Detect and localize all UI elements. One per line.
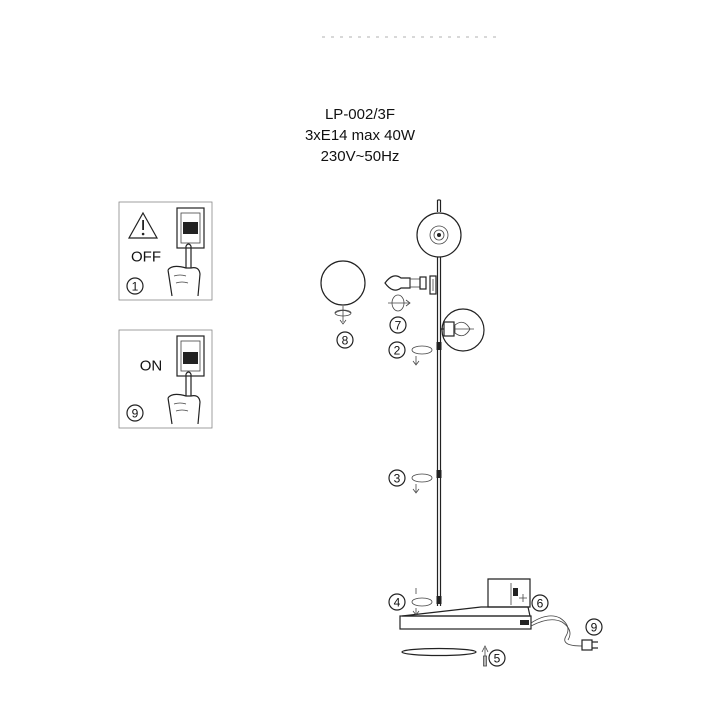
step-marker-2: 2 — [388, 341, 406, 359]
mounted-globe — [441, 308, 485, 352]
svg-text:9: 9 — [591, 621, 598, 635]
svg-text:5: 5 — [494, 652, 501, 666]
rotation-arrow-icon — [411, 345, 433, 366]
step-marker-6: 6 — [531, 594, 549, 612]
svg-text:6: 6 — [537, 597, 544, 611]
off-panel: OFF 1 — [118, 201, 213, 301]
step-marker-9-plug: 9 — [585, 618, 603, 636]
step-1-marker — [126, 277, 144, 295]
svg-text:8: 8 — [342, 334, 349, 348]
power-cable — [530, 615, 598, 651]
svg-text:2: 2 — [394, 344, 401, 358]
product-spec-header: LP-002/3F 3xE14 max 40W 230V~50Hz — [250, 104, 470, 167]
rotation-arrow-icon — [411, 588, 433, 616]
step-9-number: 9 — [132, 407, 139, 421]
power-plug-icon — [581, 639, 598, 651]
warning-triangle-icon — [127, 211, 159, 239]
lamp-base-housing — [399, 578, 532, 630]
wall-switch-icon — [176, 335, 205, 377]
step-marker-4: 4 — [388, 593, 406, 611]
voltage-spec: 230V~50Hz — [320, 148, 400, 165]
top-disc-shade — [416, 212, 462, 258]
step-marker-3: 3 — [388, 469, 406, 487]
on-panel: ON 9 — [118, 329, 213, 429]
upper-socket — [429, 275, 437, 295]
pointing-hand-icon — [167, 243, 201, 297]
svg-text:7: 7 — [395, 319, 402, 333]
off-label: OFF — [131, 249, 161, 266]
wall-switch-icon — [176, 207, 205, 249]
svg-text:3: 3 — [394, 472, 401, 486]
loose-globe — [320, 260, 366, 325]
up-arrow-icon — [481, 645, 489, 667]
step-marker-5: 5 — [488, 649, 506, 667]
step-marker-7: 7 — [389, 316, 407, 334]
step-marker-8: 8 — [336, 331, 354, 349]
loose-bulb — [384, 275, 427, 312]
model-number: LP-002/3F — [324, 106, 396, 123]
rotation-arrow-icon — [411, 473, 433, 494]
floor-lamp — [399, 199, 598, 657]
svg-text:4: 4 — [394, 596, 401, 610]
base-plate — [401, 647, 477, 657]
pointing-hand-icon — [167, 371, 201, 425]
step-9-marker — [126, 404, 144, 422]
step-1-number: 1 — [132, 280, 139, 294]
lamp-pole — [436, 199, 442, 606]
on-label: ON — [140, 358, 163, 375]
bulb-spec: 3xE14 max 40W — [304, 127, 416, 144]
